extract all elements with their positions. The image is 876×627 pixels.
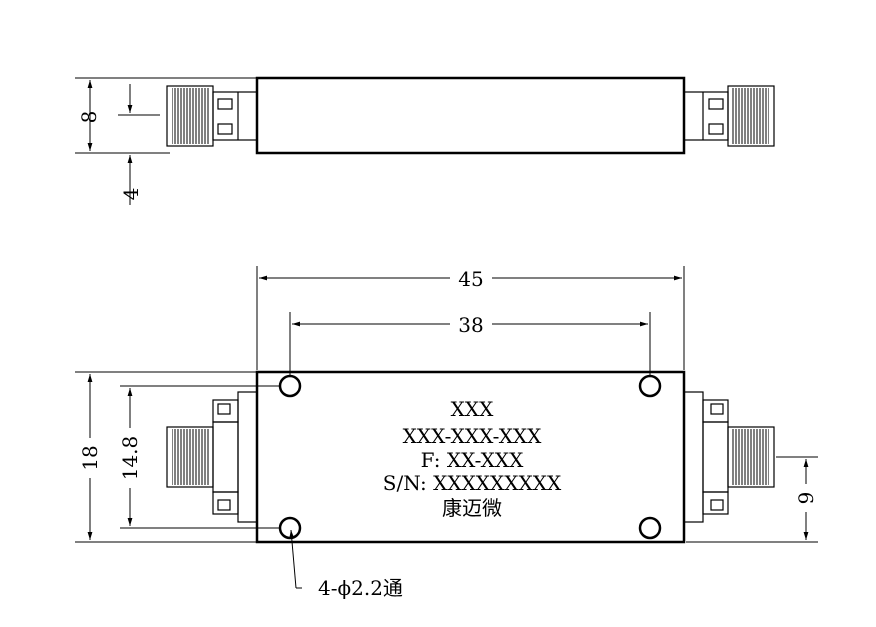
mounting-hole-top-left — [278, 374, 302, 398]
side-center-value: 4 — [119, 188, 143, 201]
side-body — [255, 76, 686, 155]
hole-pitch-dimension — [120, 385, 280, 529]
side-height-dimension — [75, 77, 257, 154]
hole-callout-leader — [289, 529, 302, 589]
width-value: 18 — [78, 445, 102, 470]
length-dimension — [256, 266, 685, 370]
top-view — [75, 266, 818, 589]
side-center-dimension — [118, 84, 160, 205]
width-dimension — [75, 371, 257, 543]
hole-spacing-value: 38 — [458, 313, 483, 337]
hole-callout-text: 4-ϕ2.2通 — [318, 576, 403, 600]
top-right-connector — [683, 391, 775, 523]
side-height-value: 8 — [77, 111, 101, 124]
mounting-hole-bottom-right — [638, 516, 662, 540]
side-left-connector — [166, 85, 258, 147]
body-label-line5: 康迈微 — [442, 496, 502, 520]
body-label-line1: XXX — [451, 397, 494, 421]
body-label-line3: F: XX-XXX — [421, 448, 525, 472]
mounting-hole-top-right — [638, 374, 662, 398]
mounting-hole-bottom-left — [278, 516, 302, 540]
connector-offset-dimension — [686, 456, 818, 543]
side-right-connector — [683, 85, 775, 147]
body-label-line2: XXX-XXX-XXX — [403, 424, 543, 448]
connector-offset-value: 9 — [794, 492, 818, 505]
body-label: XXX XXX-XXX-XXX F: XX-XXX S/N: XXXXXXXXX… — [383, 397, 562, 520]
side-view — [75, 76, 775, 205]
hole-pitch-value: 14.8 — [118, 436, 142, 481]
body-label-line4: S/N: XXXXXXXXX — [383, 471, 562, 495]
length-value: 45 — [458, 267, 483, 291]
hole-spacing-dimension — [289, 312, 651, 376]
top-left-connector — [166, 391, 258, 523]
